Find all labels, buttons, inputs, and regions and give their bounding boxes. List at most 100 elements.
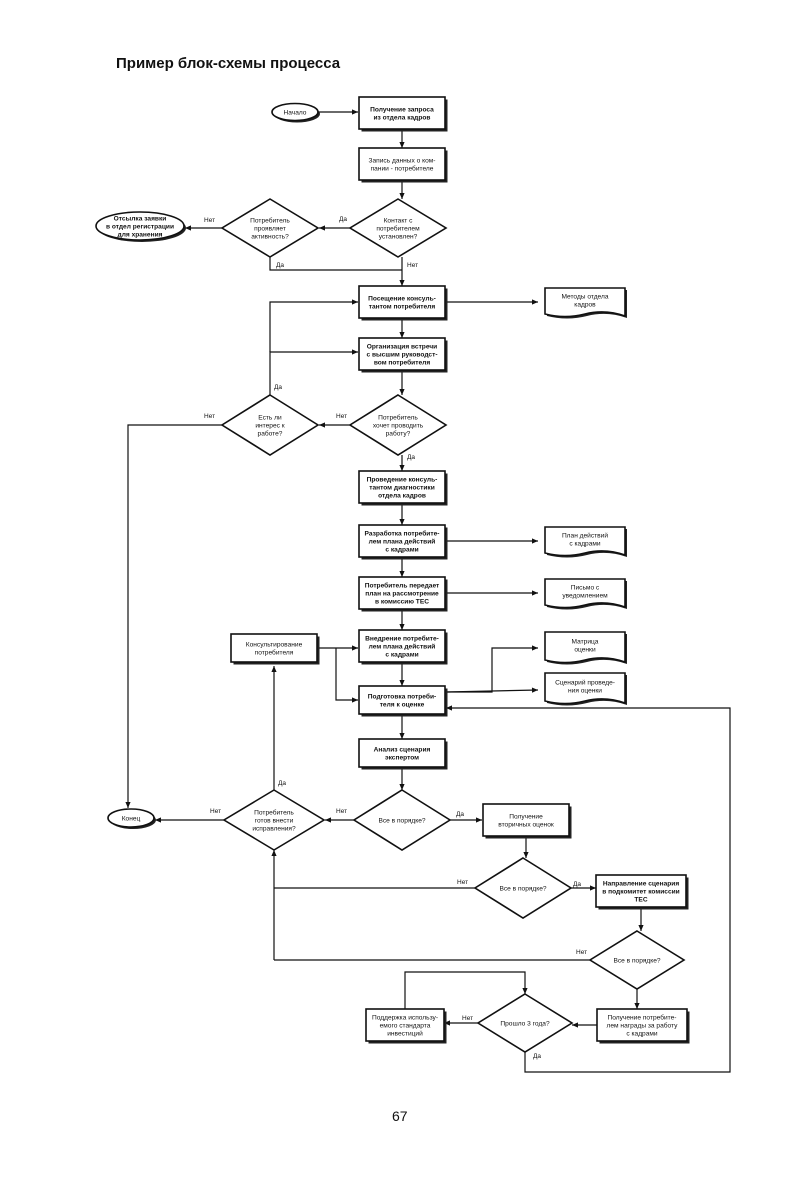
document-shape — [544, 287, 626, 318]
edge-label-no: Нет — [462, 1015, 473, 1022]
node-text-line: инвестиций — [387, 1029, 423, 1037]
node-text-line: оценки — [574, 646, 596, 653]
node-text-line: активность? — [251, 233, 289, 240]
node-text-line: Матрица — [572, 638, 599, 645]
process-box — [358, 147, 446, 181]
arrowhead — [634, 1003, 640, 1009]
node-text-line: Потребитель — [254, 808, 294, 816]
node-prepare-for-evaluation: Подготовка потреби-теля к оценке — [358, 685, 448, 717]
node-text-line: Получение потребите- — [608, 1013, 677, 1021]
node-text-line: ния оценки — [568, 687, 602, 694]
arrowhead — [476, 817, 482, 823]
node-all-ok-3: Все в порядке? — [588, 930, 686, 990]
arrowhead — [399, 332, 405, 338]
node-text-line: работе? — [258, 429, 283, 437]
arrowhead — [399, 784, 405, 790]
node-text-line: Потребитель — [378, 413, 418, 421]
node-text-line: кадров — [574, 301, 596, 308]
edge-label-no: Нет — [336, 413, 347, 420]
process-box — [595, 874, 687, 908]
node-text-line: Все в порядке? — [499, 885, 546, 892]
connector-line — [269, 257, 402, 271]
node-text-line: емого стандарта — [380, 1022, 431, 1029]
node-text-line: лем плана действий — [369, 537, 436, 545]
node-receive-award: Получение потребите-лем награды за работ… — [596, 1008, 690, 1044]
node-text-line: для хранения — [118, 231, 163, 238]
connector-line — [404, 971, 526, 1009]
process-box — [358, 629, 446, 663]
edge-label-no: Нет — [576, 949, 587, 956]
edge-label-yes: Да — [278, 780, 286, 787]
arrowhead — [325, 817, 331, 823]
arrowhead — [399, 624, 405, 630]
node-text-line: с кадрами — [626, 1030, 658, 1037]
terminator-oval — [107, 808, 155, 828]
arrowhead — [352, 645, 358, 651]
edge-label-no: Нет — [407, 262, 418, 269]
arrowhead — [446, 705, 452, 711]
arrowhead — [522, 988, 528, 994]
decision-diamond — [348, 198, 448, 258]
node-text-line: потребителя — [255, 648, 294, 656]
arrowhead — [271, 850, 277, 856]
node-text-line: План действий — [562, 531, 608, 539]
node-text-line: в отдел регистрации — [106, 223, 174, 230]
node-text-line: Организация встречи — [367, 343, 437, 350]
edge-label-no: Нет — [204, 413, 215, 420]
node-record-data: Запись данных о ком-пании - потребителе — [358, 147, 448, 183]
arrowhead — [531, 687, 538, 693]
node-text-line: Анализ сценария — [374, 746, 431, 753]
node-text-line: план на рассмотрение — [365, 590, 439, 597]
arrowhead — [572, 1022, 578, 1028]
arrowhead — [399, 465, 405, 471]
arrowhead — [399, 389, 405, 395]
node-text-line: установлен? — [379, 233, 418, 240]
process-box — [358, 96, 446, 130]
node-text-line: Консультирование — [246, 641, 303, 648]
page-number: 67 — [392, 1108, 408, 1124]
process-box — [365, 1008, 445, 1042]
arrowhead — [319, 422, 325, 428]
node-text-line: готов внести — [255, 817, 294, 824]
node-text-line: теля к оценке — [380, 701, 425, 708]
edge-label-yes: Да — [274, 384, 282, 391]
node-text-line: Прошло 3 года? — [500, 1020, 550, 1027]
edge-label-no: Нет — [457, 879, 468, 886]
connector-line — [269, 351, 358, 395]
node-text-line: Сценарий проведе- — [555, 678, 615, 686]
decision-diamond — [220, 198, 320, 258]
process-box — [358, 337, 446, 371]
arrowhead — [532, 538, 538, 544]
connector-line — [335, 648, 358, 701]
arrowhead — [399, 680, 405, 686]
process-box — [358, 738, 446, 768]
terminator-oval — [271, 102, 319, 122]
decision-diamond — [476, 993, 574, 1053]
node-start: Начало — [271, 102, 320, 123]
edge-label-yes: Да — [573, 881, 581, 888]
node-text-line: исправления? — [252, 825, 296, 832]
arrowhead — [155, 817, 161, 823]
node-text-line: лем плана действий — [369, 642, 436, 650]
arrowhead — [319, 225, 325, 231]
node-evaluation-scenario: Сценарий проведе-ния оценки — [544, 672, 627, 706]
node-three-years-passed: Прошло 3 года? — [476, 993, 574, 1053]
node-text-line: Письмо с — [571, 584, 600, 591]
node-text-line: Начало — [284, 109, 307, 116]
node-text-line: Проведение консуль- — [367, 476, 438, 483]
node-text-line: Все в порядке? — [613, 957, 660, 964]
node-support-standard: Поддержка использу-емого стандартаинвест… — [365, 1008, 447, 1044]
node-text-line: ТЕС — [634, 896, 647, 903]
node-text-line: проявляет — [254, 225, 286, 232]
arrowhead — [399, 280, 405, 286]
node-text-line: с кадрами — [569, 540, 601, 547]
node-text-line: работу? — [386, 429, 411, 437]
